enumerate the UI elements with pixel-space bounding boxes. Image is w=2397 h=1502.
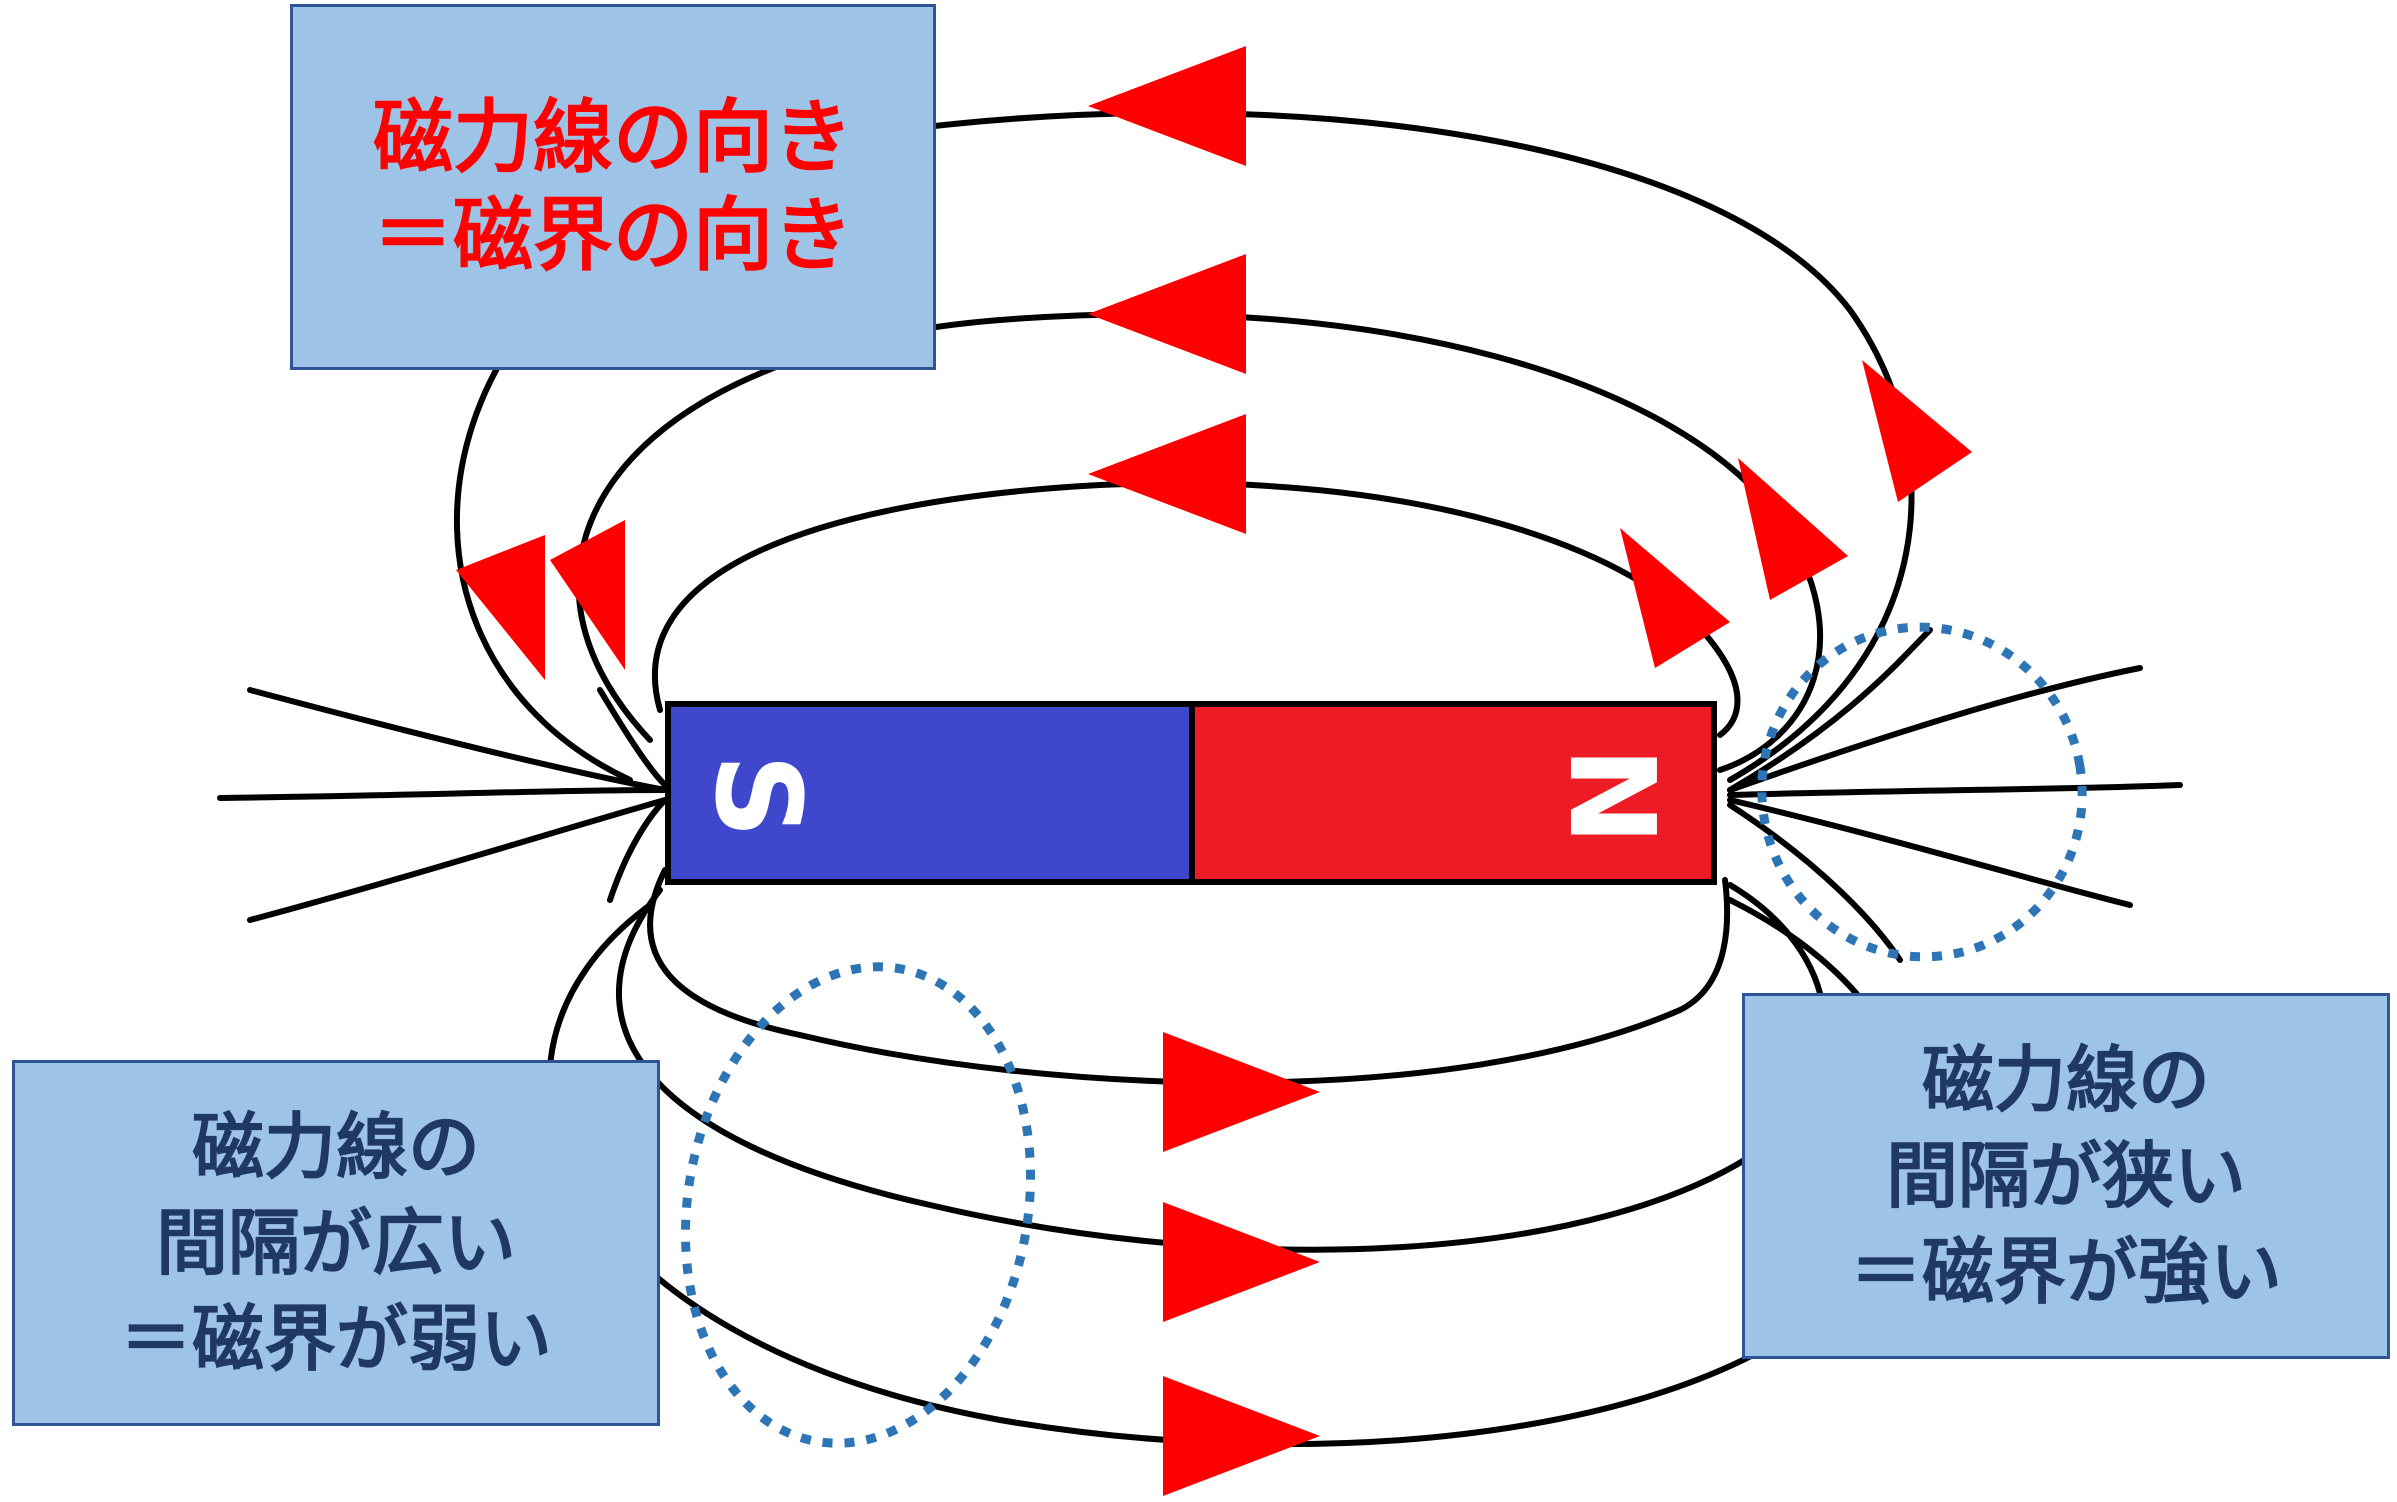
strong-field-line-3: ＝磁界が強い: [1849, 1230, 2282, 1314]
weak-field-ellipse: [680, 962, 1036, 1448]
weak-field-line-1: 磁力線の: [191, 1105, 480, 1189]
strong-field-ellipse: [1757, 622, 2087, 962]
weak-field-box: 磁力線の 間隔が広い ＝磁界が弱い: [12, 1060, 660, 1426]
strong-field-line-1: 磁力線の: [1921, 1038, 2210, 1122]
n-ray-5: [1727, 802, 1903, 963]
s-ray-4: [597, 687, 668, 788]
strong-field-box: 磁力線の 間隔が狭い ＝磁界が強い: [1742, 993, 2390, 1359]
s-ray-3: [247, 797, 668, 923]
field-line-top-inner: [651, 480, 1741, 738]
weak-field-line-3: ＝磁界が弱い: [119, 1297, 552, 1381]
n-ray-2: [1727, 782, 2183, 798]
arrow-top-middle: [1088, 254, 1246, 374]
field-direction-line-2: ＝磁界の向き: [373, 189, 853, 282]
arrow-right-outer: [1862, 360, 1972, 502]
arrow-left-outer: [456, 535, 545, 680]
n-ray-1: [1727, 665, 2143, 793]
s-ray-1: [247, 687, 668, 793]
magnet-s-half: [665, 701, 1195, 885]
field-direction-box: 磁力線の向き ＝磁界の向き: [290, 4, 936, 370]
magnet-n-label: N: [1543, 747, 1681, 846]
arrow-top-outer: [1088, 46, 1246, 166]
field-line-top-middle: [575, 311, 1823, 773]
n-ray-3: [1727, 797, 2133, 908]
arrow-left-inner: [550, 520, 625, 670]
arrow-right-middle: [1738, 458, 1848, 600]
weak-field-line-2: 間隔が広い: [155, 1201, 516, 1285]
magnet-s-label: S: [689, 754, 827, 839]
arrow-bottom-inner: [1163, 1032, 1320, 1152]
field-direction-line-1: 磁力線の向き: [373, 91, 853, 184]
magnet-n-half: [1189, 701, 1717, 885]
arrow-top-inner: [1088, 414, 1246, 534]
arrow-right-inner: [1620, 528, 1730, 668]
strong-field-line-2: 間隔が狭い: [1885, 1134, 2246, 1218]
bar-magnet: [665, 701, 1717, 885]
s-ray-5: [607, 797, 668, 903]
s-ray-2: [217, 787, 668, 801]
n-ray-4: [1727, 627, 1933, 793]
arrow-bottom-outer: [1163, 1376, 1320, 1496]
arrow-bottom-middle: [1163, 1202, 1320, 1322]
